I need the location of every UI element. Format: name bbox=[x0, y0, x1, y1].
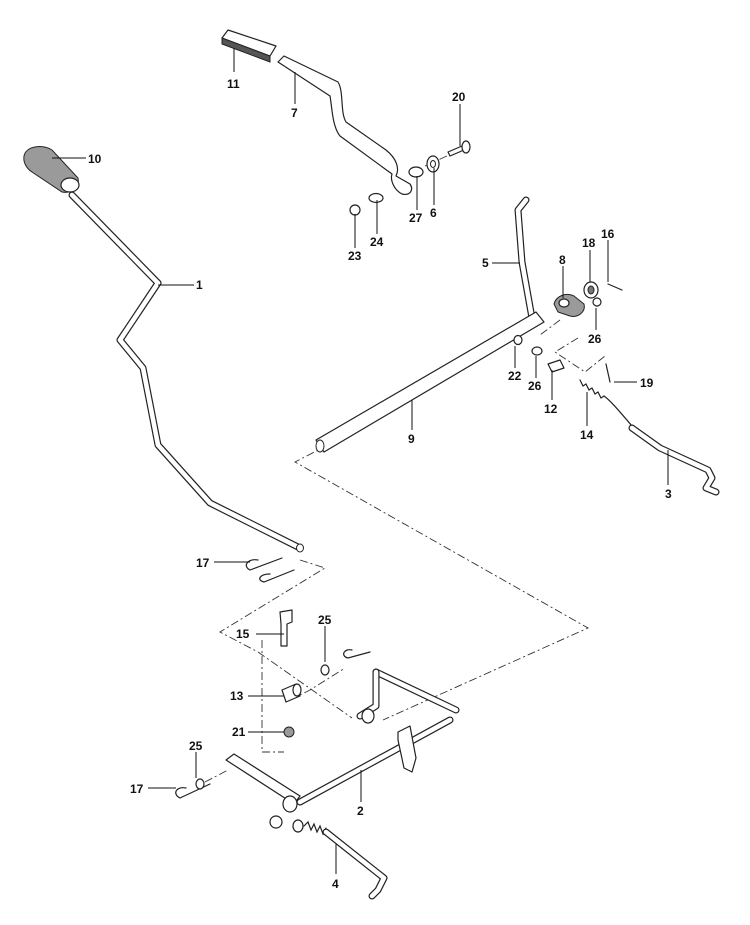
callout-20: 20 bbox=[452, 90, 466, 104]
callout-18: 18 bbox=[582, 236, 596, 250]
shaft-hardware bbox=[513, 281, 623, 373]
callout-5: 5 bbox=[482, 256, 489, 270]
part-13-bushing bbox=[281, 683, 302, 703]
callout-14: 14 bbox=[580, 428, 594, 442]
part-11-pedal-pad bbox=[221, 29, 277, 63]
callout-17-lower: 17 bbox=[130, 782, 144, 796]
callout-19: 19 bbox=[640, 376, 654, 390]
callout-7: 7 bbox=[291, 106, 298, 120]
callout-25-lower: 25 bbox=[189, 739, 203, 753]
part-7-pedal-arm bbox=[277, 55, 413, 195]
callout-6: 6 bbox=[430, 206, 437, 220]
callout-11: 11 bbox=[227, 77, 240, 91]
callout-16: 16 bbox=[601, 227, 615, 241]
part-25-lower-washer bbox=[195, 778, 205, 790]
callout-15: 15 bbox=[236, 627, 250, 641]
part-21-nut bbox=[283, 726, 295, 738]
part-4-rod bbox=[303, 820, 388, 900]
callout-10: 10 bbox=[88, 152, 102, 166]
assembly-lines bbox=[204, 149, 606, 783]
part-15-pin bbox=[279, 609, 293, 647]
upper-clip bbox=[343, 649, 371, 659]
callout-26-upper: 26 bbox=[588, 332, 602, 346]
part-17-lower-clip bbox=[175, 783, 211, 799]
part-14-spring bbox=[579, 379, 633, 427]
part-3-rod bbox=[628, 424, 720, 496]
part-25-washer bbox=[320, 664, 330, 676]
callout-25-upper: 25 bbox=[318, 613, 332, 627]
callout-labels: 1 2 3 4 5 6 7 8 9 10 11 12 13 14 15 16 1… bbox=[88, 77, 672, 891]
callout-4: 4 bbox=[332, 877, 339, 891]
callout-22: 22 bbox=[508, 369, 522, 383]
callout-12: 12 bbox=[544, 402, 558, 416]
callout-24: 24 bbox=[370, 235, 384, 249]
part-10-handle-grip bbox=[23, 146, 80, 193]
pedal-hardware bbox=[349, 140, 471, 216]
callout-8: 8 bbox=[559, 253, 566, 267]
callout-26-lower: 26 bbox=[528, 379, 542, 393]
callout-23: 23 bbox=[348, 249, 362, 263]
part-17-hairpin-clips bbox=[245, 557, 295, 583]
part-1-control-lever bbox=[68, 191, 304, 553]
callout-2: 2 bbox=[357, 804, 364, 818]
part-9-cross-shaft bbox=[315, 311, 545, 453]
callout-27: 27 bbox=[409, 211, 423, 225]
callout-17-upper: 17 bbox=[196, 556, 210, 570]
callout-21: 21 bbox=[232, 725, 246, 739]
callout-3: 3 bbox=[665, 487, 672, 501]
callout-13: 13 bbox=[230, 689, 244, 703]
part-2-frame bbox=[225, 668, 460, 833]
callout-1: 1 bbox=[196, 278, 203, 292]
part-5-arm bbox=[514, 196, 536, 322]
part-19-pin bbox=[605, 363, 611, 383]
callout-9: 9 bbox=[408, 432, 415, 446]
leader-lines bbox=[52, 48, 669, 874]
